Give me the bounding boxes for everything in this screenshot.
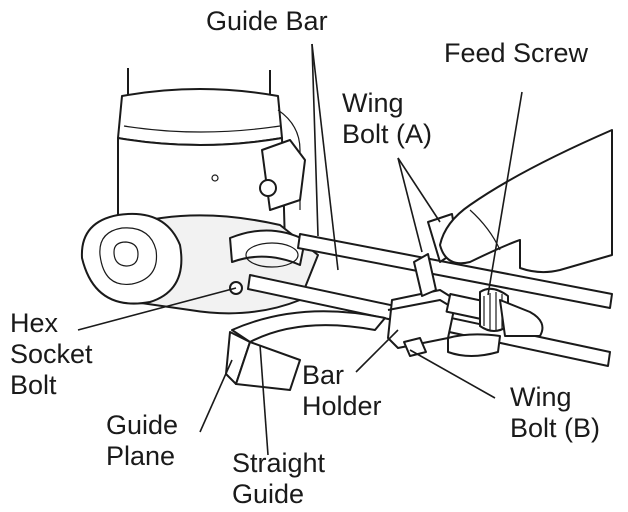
label-line: Bolt (B) <box>510 413 601 443</box>
label-line: Straight <box>232 448 326 478</box>
label-line: Bolt (A) <box>342 119 433 149</box>
label-feed-screw: Feed Screw <box>444 38 588 69</box>
router-knob <box>80 212 183 305</box>
straight-guide <box>225 310 386 391</box>
label-bar-holder: Bar Holder <box>302 360 382 422</box>
label-line: Bolt <box>10 370 57 400</box>
label-line: Guide <box>232 479 305 509</box>
label-straight-guide: Straight Guide <box>232 448 325 510</box>
hand <box>439 129 613 357</box>
bar-holder <box>387 289 491 349</box>
label-line: Socket <box>10 339 93 369</box>
wing-bolt-b <box>403 337 427 357</box>
label-line: Feed Screw <box>444 38 589 68</box>
label-line: Wing <box>510 382 572 412</box>
label-line: Bar <box>302 360 345 390</box>
label-line: Guide <box>106 410 179 440</box>
label-hex-socket-bolt: Hex Socket Bolt <box>10 308 93 401</box>
label-line: Guide Bar <box>206 6 328 36</box>
label-guide-plane: Guide Plane <box>106 410 178 472</box>
label-guide-bar: Guide Bar <box>206 6 328 37</box>
leader-lines <box>77 43 523 456</box>
label-line: Plane <box>106 441 176 471</box>
label-line: Holder <box>302 391 382 421</box>
label-wing-bolt-b: Wing Bolt (B) <box>510 382 600 444</box>
label-line: Wing <box>342 88 404 118</box>
label-line: Hex <box>10 308 59 338</box>
label-wing-bolt-a: Wing Bolt (A) <box>342 88 432 150</box>
